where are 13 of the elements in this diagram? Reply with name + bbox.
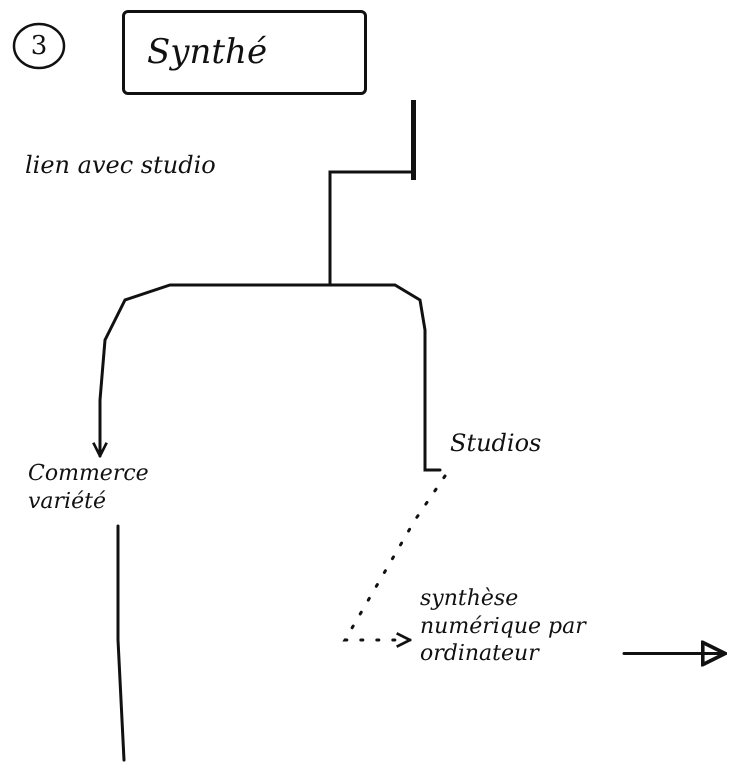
node-text: Studios — [450, 428, 542, 458]
title-box — [122, 10, 367, 95]
heading-text: Synthé — [147, 31, 268, 74]
dotted-arrow — [342, 474, 446, 648]
arrow — [622, 640, 727, 666]
number-label: 3 — [30, 30, 48, 62]
circled-number — [12, 22, 66, 70]
note-text: lien avec studio — [25, 150, 216, 180]
bracket-bar — [411, 100, 416, 180]
node-text: Commerce variété — [28, 460, 150, 515]
node-text: synthèse numérique par ordinateur — [420, 585, 588, 668]
connector-line — [328, 170, 442, 472]
connector-line — [116, 524, 126, 762]
